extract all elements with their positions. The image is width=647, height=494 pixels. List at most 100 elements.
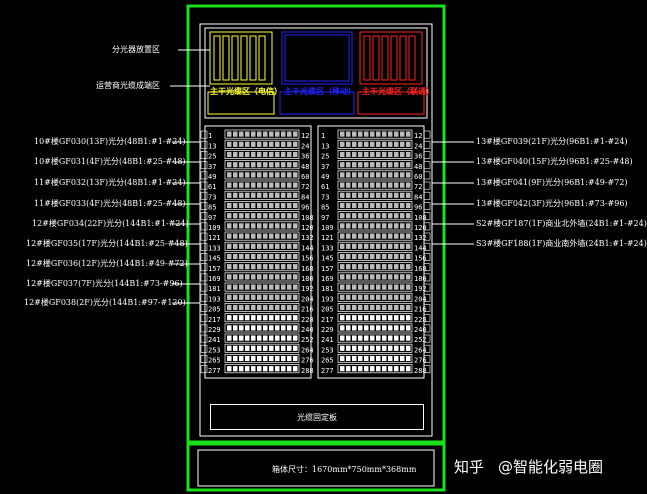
port [227,284,232,290]
port [376,345,381,351]
port [358,284,363,290]
port [293,172,298,178]
port [239,192,244,198]
port [388,294,393,300]
port-number-end: 216 [414,306,427,314]
port [275,151,280,158]
port [251,325,256,331]
port [394,151,399,158]
port [370,355,375,362]
port [376,182,381,188]
port-number-end: 204 [301,295,314,303]
port [227,325,232,331]
port [406,243,411,249]
label-left-4: 11#楼GF033(4F)光分(48B1:#25-#48) [34,199,186,208]
port [340,202,345,209]
odf-row [337,241,413,251]
port [394,223,399,229]
port [275,366,280,372]
port [293,366,298,372]
port [370,284,375,290]
port [293,192,298,198]
port [281,345,286,351]
port [257,213,262,219]
port [376,151,381,158]
odf-row [337,129,413,139]
port [287,366,292,372]
port [275,233,280,239]
port [281,315,286,321]
side-connector [423,222,431,231]
port [287,151,292,158]
port [257,294,262,300]
port [382,274,387,280]
port [340,172,345,178]
port [281,182,286,188]
port [352,335,357,341]
port [364,192,369,198]
port [340,355,345,362]
label-right-5: S2#楼GF187(1F)商业北外墙(24B1:#1-#24) [476,219,647,228]
port [269,335,274,341]
port [287,264,292,270]
port [406,233,411,239]
port [394,202,399,209]
port-number-start: 265 [321,357,334,365]
port [376,172,381,178]
port [275,202,280,209]
port [233,162,238,168]
odf-row [337,211,413,221]
port-number-end: 96 [301,204,309,212]
port [358,315,363,321]
port [400,151,405,158]
port [340,315,345,321]
port [406,355,411,362]
port-number-start: 157 [208,265,221,273]
port [293,253,298,260]
port [388,162,393,168]
port [245,192,250,198]
port [275,264,280,270]
port-number-end: 228 [301,316,314,324]
port [406,172,411,178]
port [275,284,280,290]
port [388,345,393,351]
port [275,355,280,362]
port-number-end: 24 [414,142,422,150]
port [346,284,351,290]
side-connector [423,181,431,190]
port [245,274,250,280]
port-number-end: 180 [414,275,427,283]
port [251,141,256,147]
port [346,366,351,372]
port-number-end: 96 [414,204,422,212]
port [364,325,369,331]
port [358,274,363,280]
odf-row [224,323,300,333]
port [376,162,381,168]
port [376,141,381,147]
port [346,213,351,219]
port [376,131,381,137]
port [370,335,375,341]
port [233,345,238,351]
port [352,243,357,249]
port [251,335,256,341]
port [263,294,268,300]
port [251,355,256,362]
port [346,345,351,351]
port-number-end: 12 [301,132,309,140]
label-left-8: 12#楼GF037(7F)光分(144B1:#73-#96) [26,279,183,288]
odf-row [224,190,300,200]
port [388,233,393,239]
port [239,233,244,239]
port [346,192,351,198]
port [281,243,286,249]
port [358,162,363,168]
port-number-start: 97 [208,214,216,222]
port [370,304,375,311]
port [376,223,381,229]
port [352,172,357,178]
port [376,355,381,362]
port [245,243,250,249]
